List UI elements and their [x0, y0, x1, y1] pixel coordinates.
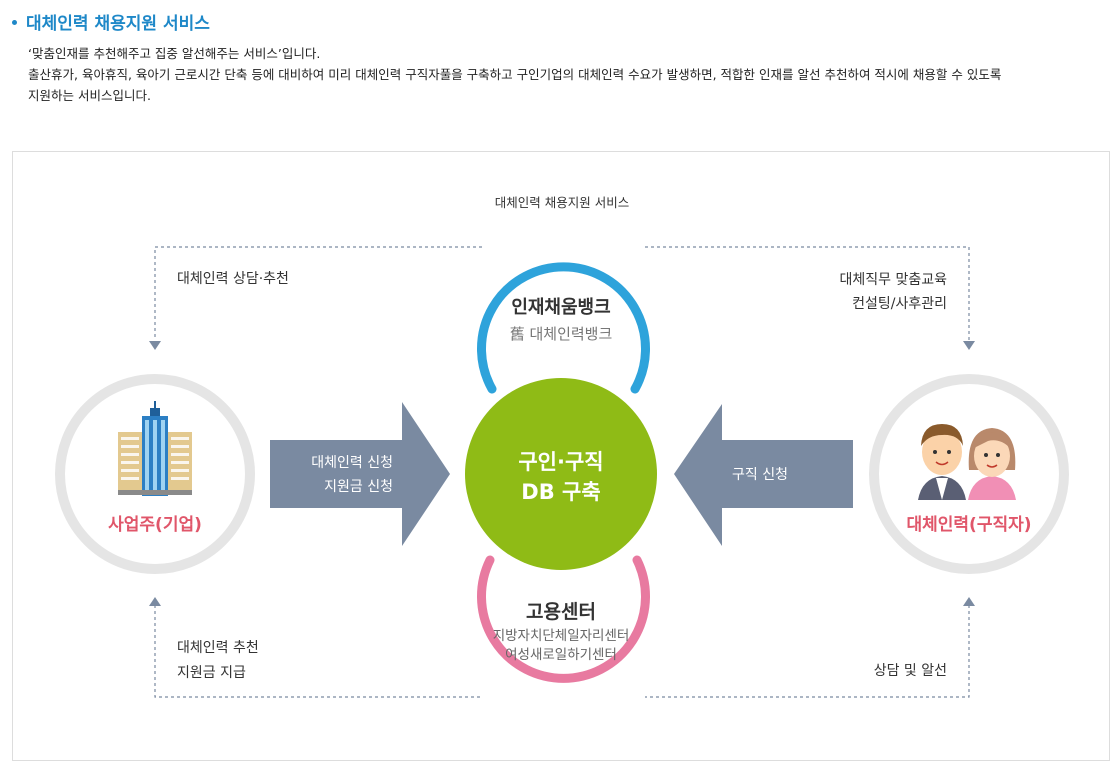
jobseeker-label: 대체인력(구직자): [906, 515, 1032, 535]
arrow-right-shape: [270, 402, 450, 546]
bottom-left-label: 대체인력 추천 지원금 지급: [177, 636, 259, 686]
top-right-label: 대체직무 맞춤교육 컨설팅/사후관리: [780, 268, 948, 316]
arrowhead-down-icon: [149, 341, 161, 350]
db-center-label-line: DB 구축: [521, 480, 601, 504]
db-center-circle: [465, 378, 657, 570]
employer-label: 사업주(기업): [108, 515, 202, 535]
people-icon: [918, 424, 1016, 500]
building-icon: [118, 401, 192, 496]
top-left-label: 대체인력 상담·추천: [177, 271, 289, 287]
employment-center-subtitle-line: 여성새로일하기센터: [505, 647, 617, 663]
section-title: 대체인력 채용지원 서비스: [12, 9, 210, 34]
top-right-label-line: 컨설팅/사후관리: [852, 296, 947, 312]
right-arrow-label: 구직 신청: [732, 467, 788, 483]
bottom-right-label: 상담 및 알선: [873, 663, 947, 679]
left-arrow-label: 대체인력 신청 지원금 신청: [280, 451, 393, 499]
bullet-icon: [12, 19, 17, 25]
jobseeker-node-ring: [869, 374, 1069, 574]
arrowhead-up-icon: [963, 597, 975, 606]
center-ring: [477, 555, 650, 683]
dashed-connector-top-left: [154, 246, 482, 340]
bank-subtitle: 舊 대체인력뱅크: [509, 325, 613, 343]
bank-title: 인재채움뱅크: [511, 297, 611, 318]
bank-ring: [477, 262, 650, 394]
db-center-label: 구인·구직 DB 구축: [461, 447, 661, 507]
description-line: 출산휴가, 육아휴직, 육아기 근로시간 단축 등에 대비하여 미리 대체인력 …: [28, 67, 1002, 82]
arrowhead-down-icon: [963, 341, 975, 350]
employment-center-subtitle: 지방자치단체일자리센터 여성새로일하기센터: [451, 627, 671, 665]
top-right-label-line: 대체직무 맞춤교육: [839, 272, 948, 288]
diagram-top-label: 대체인력 채용지원 서비스: [494, 195, 630, 210]
description: ‘맞춤인재를 추천해주고 집중 알선해주는 서비스’입니다. 출산휴가, 육아휴…: [28, 43, 1108, 106]
left-arrow-label-line: 지원금 신청: [324, 479, 393, 495]
bottom-left-label-line: 지원금 지급: [177, 665, 246, 681]
description-line: ‘맞춤인재를 추천해주고 집중 알선해주는 서비스’입니다.: [28, 46, 321, 61]
arrow-left-shape: [674, 404, 853, 546]
description-line: 지원하는 서비스입니다.: [28, 88, 151, 103]
left-arrow-label-line: 대체인력 신청: [311, 455, 393, 471]
dashed-connector-bottom-left: [154, 605, 482, 698]
dashed-connector-bottom-right: [645, 605, 970, 698]
section-title-text: 대체인력 채용지원 서비스: [26, 14, 210, 34]
arrowhead-up-icon: [149, 597, 161, 606]
employment-center-subtitle-line: 지방자치단체일자리센터: [492, 628, 630, 644]
employment-center-title: 고용센터: [526, 601, 596, 623]
db-center-label-line: 구인·구직: [518, 450, 604, 474]
bottom-left-label-line: 대체인력 추천: [177, 640, 259, 656]
dashed-connector-top-right: [645, 246, 970, 340]
